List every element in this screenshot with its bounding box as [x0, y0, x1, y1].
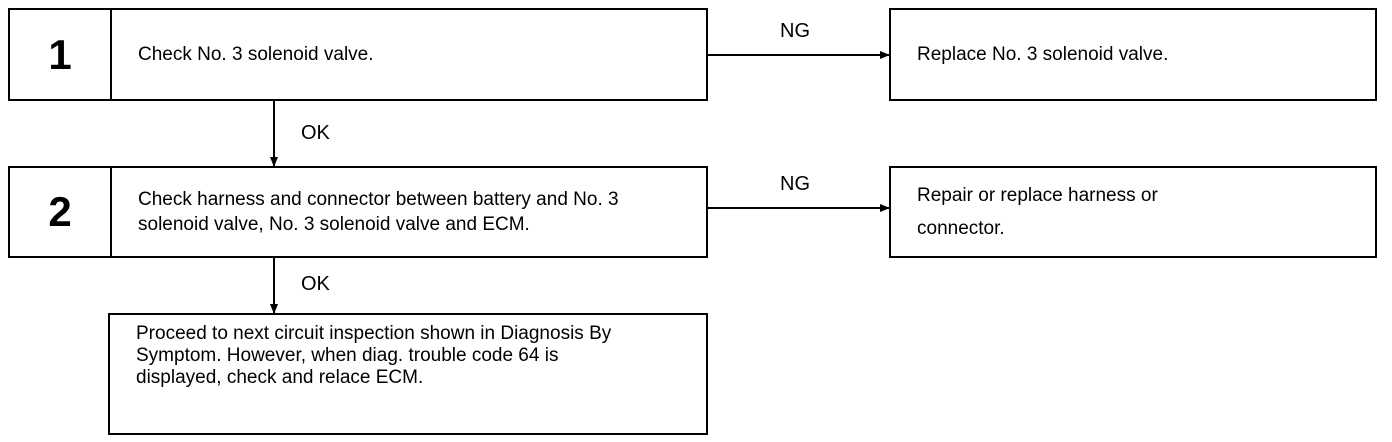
- final-box: Proceed to next circuit inspection shown…: [108, 313, 708, 435]
- step-2-text: Check harness and connector between batt…: [138, 189, 619, 235]
- ok-label-2: OK: [301, 273, 330, 295]
- step-1-number: 1: [10, 10, 112, 99]
- ng-label-2: NG: [780, 173, 810, 195]
- step-2-box: 2 Check harness and connector between ba…: [8, 166, 708, 258]
- result-2-box: Repair or replace harness or connector.: [889, 166, 1377, 258]
- step-2-number: 2: [10, 168, 112, 256]
- step-1-text: Check No. 3 solenoid valve.: [138, 44, 374, 65]
- result-1-box: Replace No. 3 solenoid valve.: [889, 8, 1377, 101]
- step-1-box: 1 Check No. 3 solenoid valve.: [8, 8, 708, 101]
- ng-label-1: NG: [780, 20, 810, 42]
- ok-label-1: OK: [301, 122, 330, 144]
